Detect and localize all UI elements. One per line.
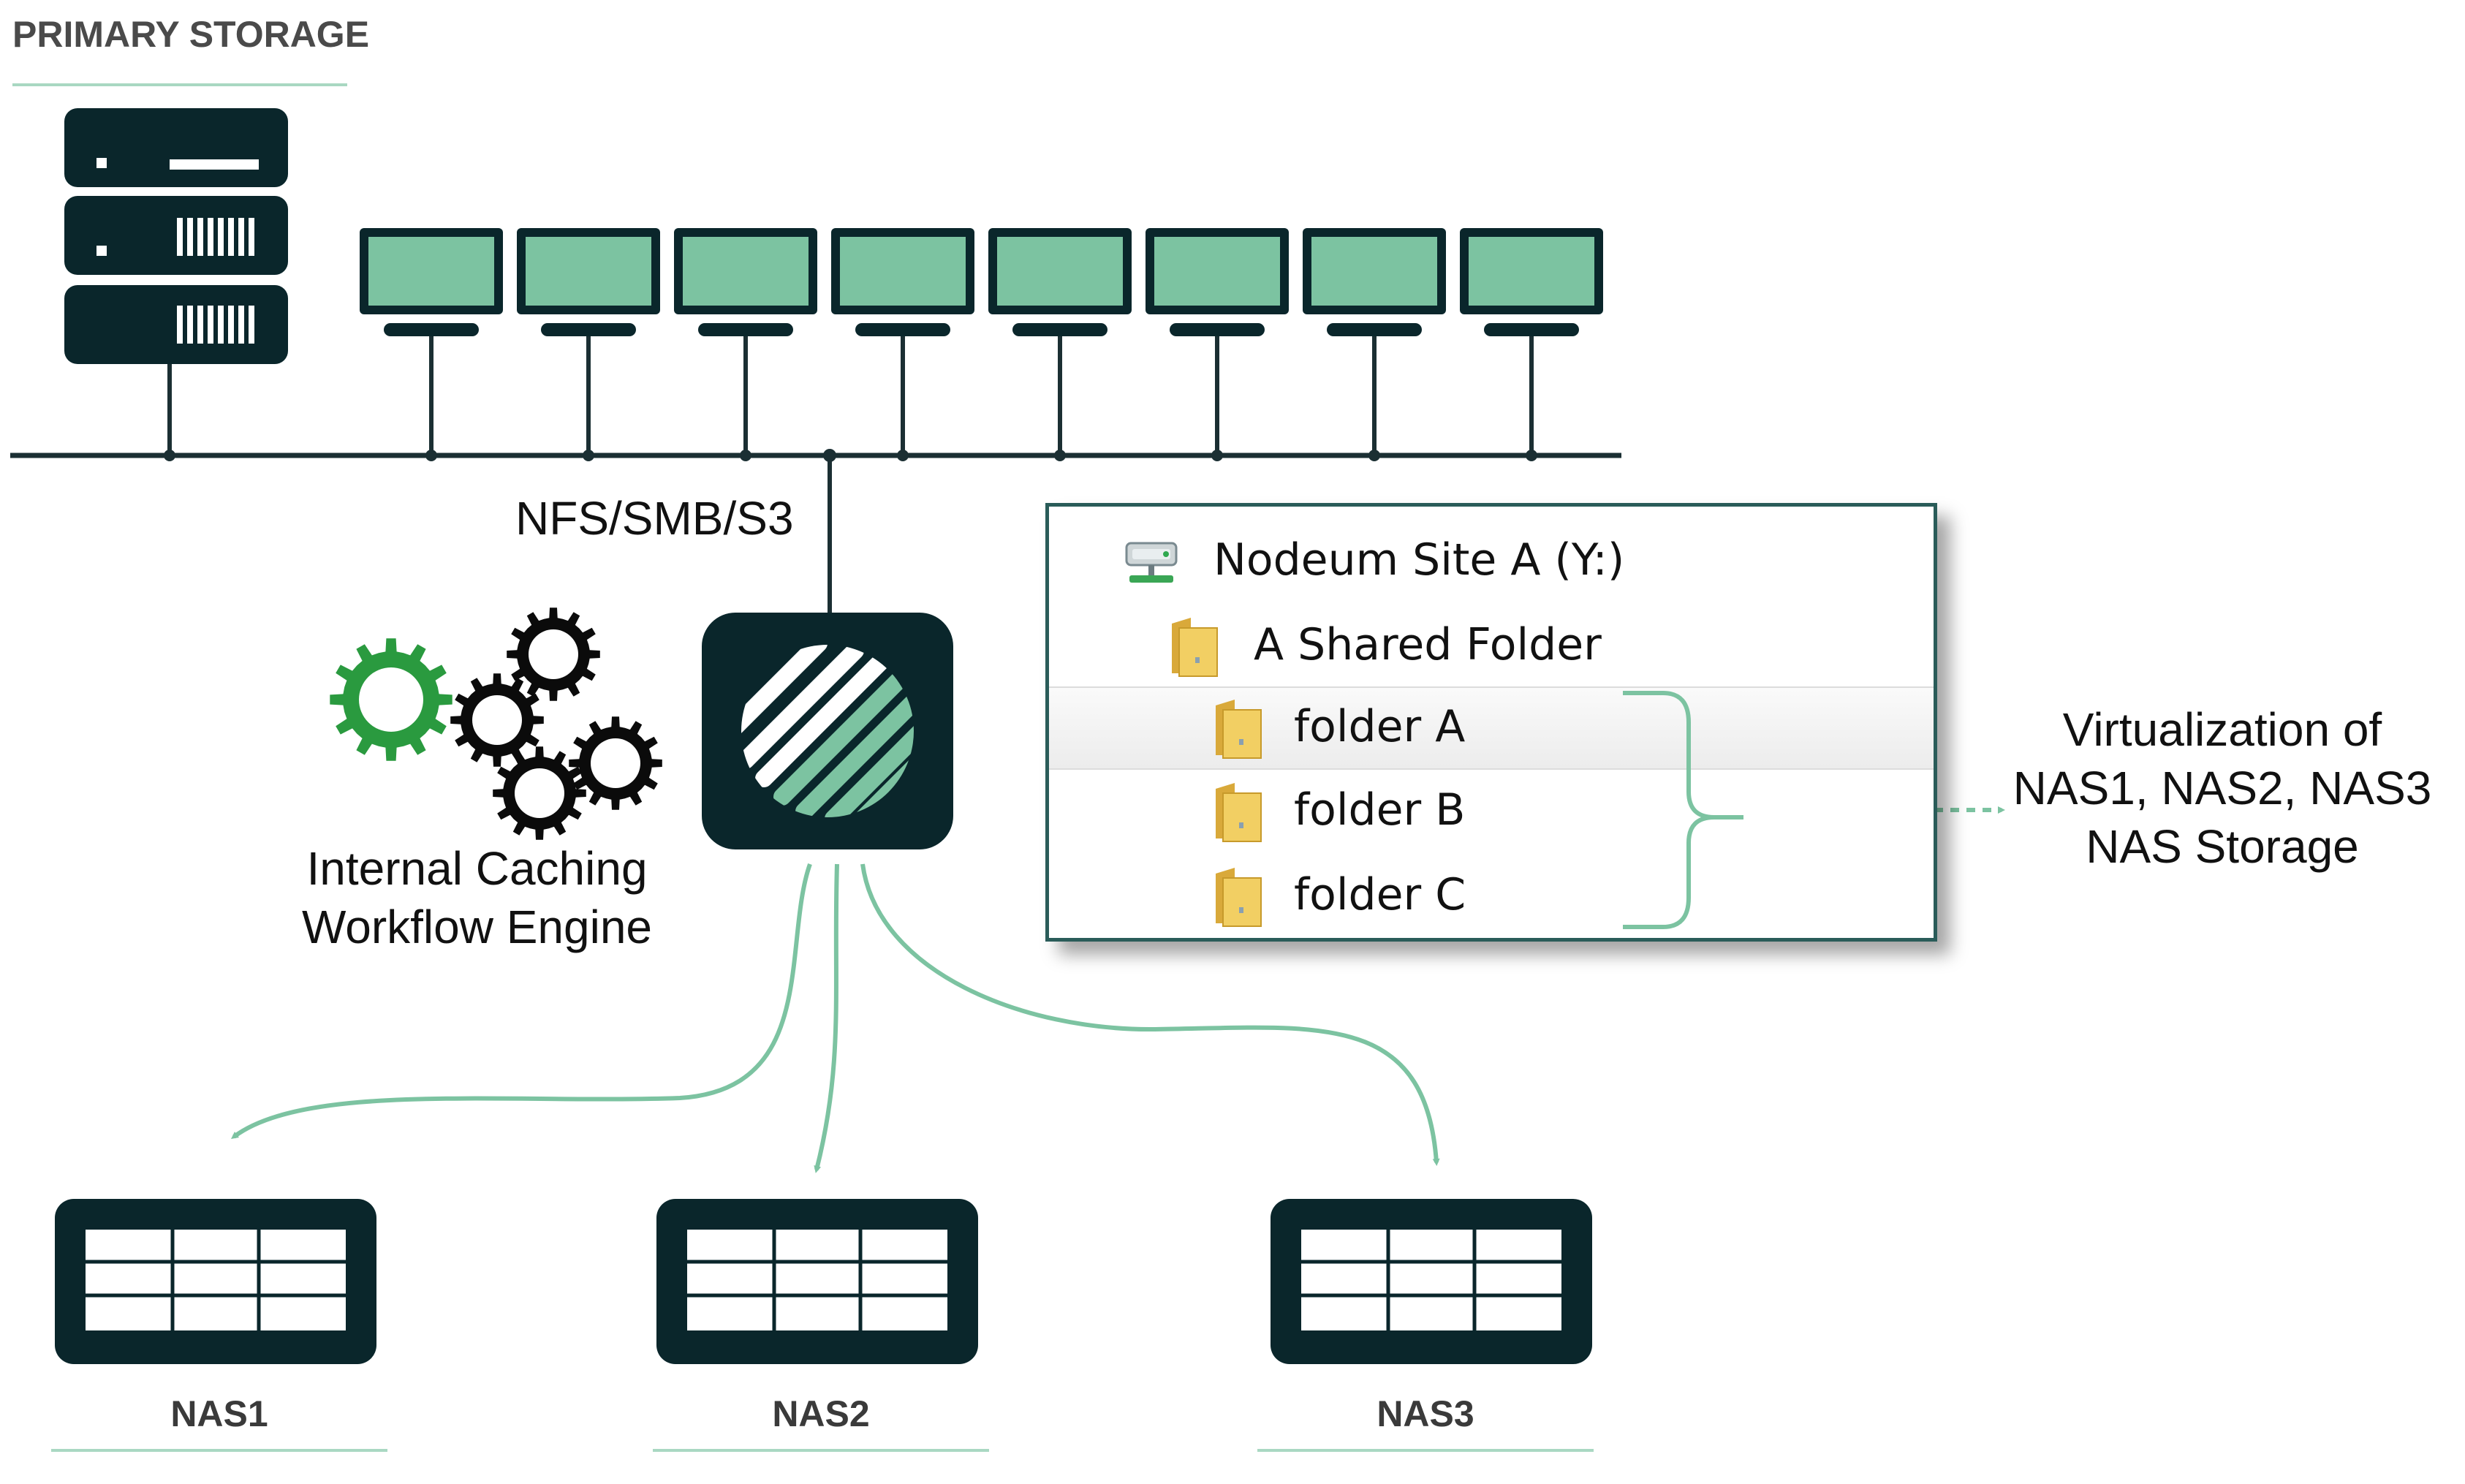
monitor-icon <box>1303 228 1446 461</box>
folder-icon <box>1216 783 1262 842</box>
folder-row-a[interactable]: folder A <box>1049 686 1934 770</box>
protocol-label: NFS/SMB/S3 <box>515 492 794 545</box>
monitor-icon <box>988 228 1132 461</box>
folder-label: folder A <box>1294 701 1466 752</box>
monitor-icon <box>360 228 503 461</box>
monitor-icon <box>674 228 817 461</box>
gear-icon <box>450 673 544 767</box>
gear-icon <box>507 607 600 701</box>
virtualization-line1: Virtualization of <box>2062 703 2382 756</box>
virtualization-label: Virtualization of NAS1, NAS2, NAS3 NAS S… <box>2003 700 2442 876</box>
arrow-to-nas1 <box>230 863 812 1139</box>
file-explorer-panel: Nodeum Site A (Y:) A Shared Folder folde… <box>1045 503 1937 942</box>
folder-icon <box>1172 618 1218 677</box>
monitor-icon <box>1460 228 1603 461</box>
nas-connection-arrows <box>230 863 1440 1173</box>
gear-icon <box>569 716 662 810</box>
nas-device-group <box>55 1199 1592 1364</box>
workstation-group <box>360 228 1603 461</box>
nas-device-icon <box>55 1199 376 1364</box>
arrow-to-nas2 <box>814 863 839 1173</box>
folder-row-b[interactable]: folder B <box>1049 771 1934 852</box>
engine-label-line1: Internal Caching <box>306 842 648 895</box>
drive-row[interactable]: Nodeum Site A (Y:) <box>1049 521 1934 602</box>
folder-icon <box>1216 868 1262 927</box>
shared-folder-row[interactable]: A Shared Folder <box>1049 606 1934 686</box>
gear-cluster <box>330 607 662 840</box>
gear-icon <box>493 746 586 840</box>
folder-label: folder C <box>1294 869 1466 920</box>
nodeum-logo-icon <box>702 613 953 849</box>
shared-folder-label: A Shared Folder <box>1254 619 1602 670</box>
virtualization-line3: NAS Storage <box>2086 820 2359 873</box>
monitor-icon <box>517 228 660 461</box>
monitor-icon <box>1146 228 1289 461</box>
nas-device-icon <box>1271 1199 1592 1364</box>
folder-label: folder B <box>1294 784 1466 836</box>
engine-label: Internal Caching Workflow Engine <box>281 839 673 956</box>
network-drive-icon <box>1125 542 1178 583</box>
folder-icon <box>1216 700 1262 759</box>
nas-label-3: NAS3 <box>1377 1393 1474 1434</box>
engine-label-line2: Workflow Engine <box>301 901 653 953</box>
drive-label: Nodeum Site A (Y:) <box>1213 534 1625 586</box>
virtualization-line2: NAS1, NAS2, NAS3 <box>2012 762 2432 814</box>
folder-brace <box>1623 691 1743 929</box>
server-rack-icon <box>64 108 288 461</box>
nas-label-2: NAS2 <box>772 1393 870 1434</box>
nas-label-1: NAS1 <box>170 1393 268 1434</box>
gear-icon <box>330 638 453 761</box>
folder-row-c[interactable]: folder C <box>1049 856 1934 936</box>
arrow-to-nas3 <box>860 863 1440 1166</box>
monitor-icon <box>831 228 974 461</box>
nas-device-icon <box>656 1199 978 1364</box>
section-title: PRIMARY STORAGE <box>12 14 370 55</box>
